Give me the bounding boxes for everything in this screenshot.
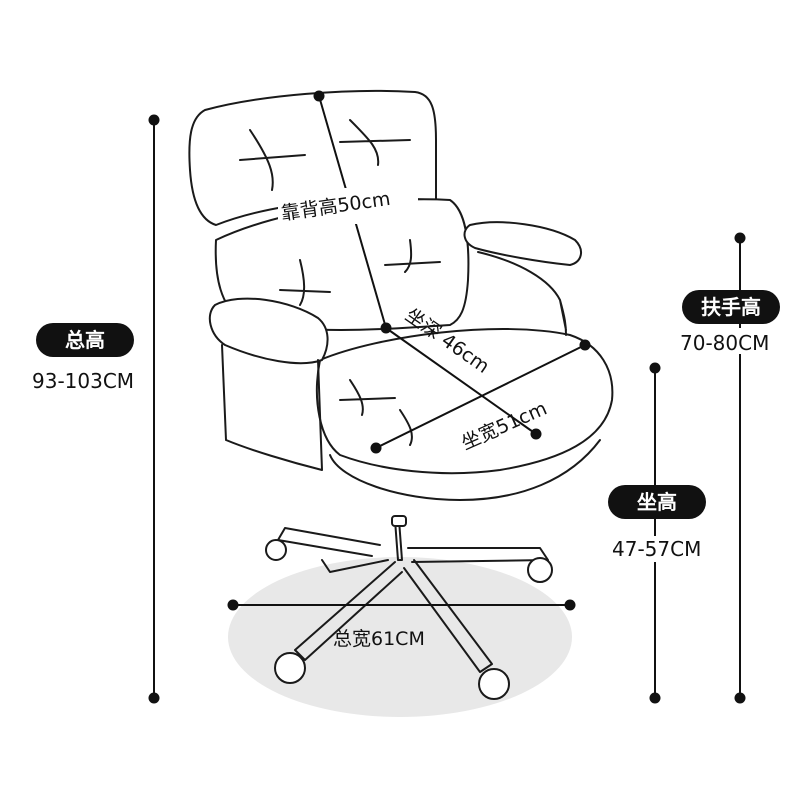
seat-depth-dimension xyxy=(385,327,542,440)
right-armrest xyxy=(463,221,582,266)
total-width-text: 总宽61CM xyxy=(333,628,425,650)
total-width-dimension xyxy=(227,599,576,611)
chair-base xyxy=(265,515,553,700)
total-height-label: 总高 93-103CM xyxy=(32,323,134,393)
armrest-height-value: 70-80CM xyxy=(680,331,769,355)
seat-height-label-text: 坐高 xyxy=(637,490,677,514)
seat-height-value: 47-57CM xyxy=(612,537,701,561)
left-armrest xyxy=(208,297,329,365)
total-height-dimension xyxy=(148,114,160,704)
armrest-height-label: 扶手高 70-80CM xyxy=(680,290,792,355)
total-width-value: 总宽61CM xyxy=(333,628,425,650)
seat-width-dimension xyxy=(370,339,591,454)
seat-height-label: 坐高 47-57CM xyxy=(608,485,724,562)
seat-height-dimension xyxy=(649,362,661,704)
total-height-value: 93-103CM xyxy=(32,369,134,393)
total-height-label-text: 总高 xyxy=(65,328,105,352)
armrest-height-label-text: 扶手高 xyxy=(701,295,761,319)
backrest-height-text: 靠背高50cm xyxy=(278,188,418,225)
